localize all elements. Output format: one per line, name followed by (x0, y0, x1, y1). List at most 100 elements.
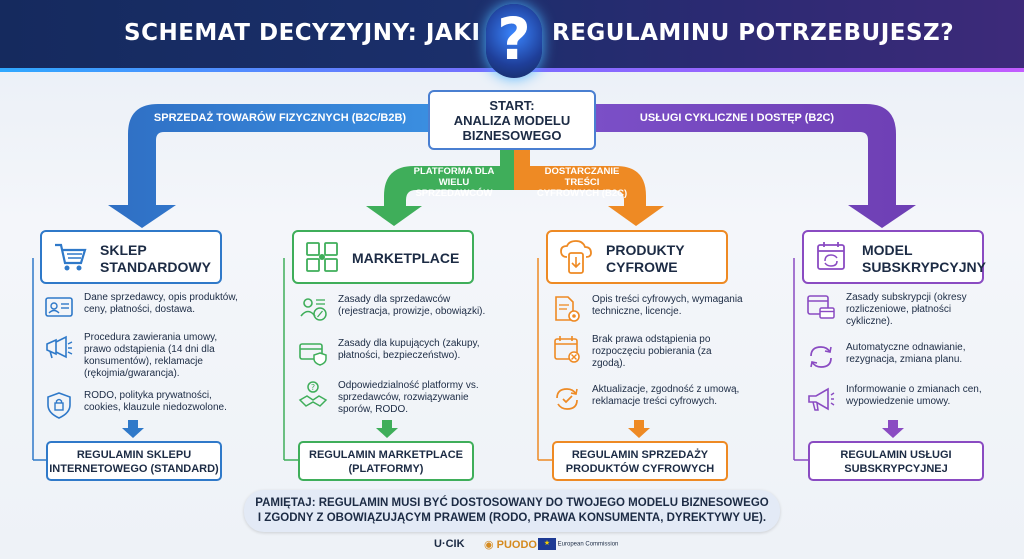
calendar-card-icon (807, 295, 835, 319)
text-line: sprzedawców, rozwiązywanie (338, 392, 469, 403)
foot-line: REGULAMIN USŁUGI (840, 449, 952, 461)
text-line: Opis treści cyfrowych, wymagania (592, 294, 743, 305)
arrow-label-right: USŁUGI CYKLICZNE I DOSTĘP (B2C) (639, 112, 835, 124)
logo-puodo: ◉ PUODO (484, 538, 537, 556)
title-subskrypcja-2: SUBSKRYPCYJNY (862, 259, 986, 275)
text-line: rezygnacja, zmiana planu. (846, 354, 963, 365)
text-line: Odpowiedzialność platformy vs. (338, 380, 479, 391)
text-line: Dane sprzedawcy, opis produktów, (84, 292, 238, 303)
title-marketplace: MARKETPLACE (352, 250, 459, 267)
text-line: Procedura zawierania umowy, (84, 332, 218, 343)
document-gear-icon (555, 296, 580, 322)
text-line: sporów, RODO. (338, 404, 409, 415)
megaphone-icon (808, 387, 835, 411)
arrow-label-mid-left-2: WIELU SPRZEDAWCÓW (415, 177, 493, 199)
text-line: rozliczeniowe, płatności (846, 304, 952, 315)
text-line: płatności, bezpieczeństwo). (338, 350, 461, 361)
text-marketplace-3: Odpowiedzialność platformy vs. sprzedawc… (338, 380, 479, 416)
logo-eu-text: European Commission (557, 541, 619, 548)
text-line: rozpoczęciu pobierania (za (592, 346, 712, 357)
text-line: Informowanie o zmianach cen, (846, 384, 982, 395)
foot-line: INTERNETOWEGO (STANDARD) (49, 463, 219, 475)
logo-puodo-text: PUODO (496, 539, 537, 551)
arrow-mid-orange (514, 150, 664, 226)
text-subskrypcja-3: Informowanie o zmianach cen, wypowiedzen… (846, 384, 982, 408)
text-line: (rękojmia/gwarancja). (84, 368, 180, 379)
start-line-3: BIZNESOWEGO (462, 128, 562, 143)
card-shield-icon (299, 343, 327, 366)
text-line: (rejestracja, prowizje, obowiązki). (338, 306, 486, 317)
text-sklep-2: Procedura zawierania umowy, prawo odstąp… (84, 332, 217, 380)
storefronts-icon (306, 242, 338, 272)
title-left: SCHEMAT DECYZYJNY: JAKI TYP (124, 20, 540, 46)
text-line: cookies, klauzule niedozwolone. (84, 402, 227, 413)
text-line: reklamacje treści cyfrowych. (592, 396, 718, 407)
handshake-megaphone-icon (46, 335, 73, 359)
logo-ucik: U·CIK (434, 538, 465, 550)
start-box: START: ANALIZA MODELU BIZNESOWEGO (428, 90, 596, 150)
arrow-left-blue (108, 104, 428, 228)
arrow-label-mid-right-2: CYFROWYCH (B2C) (536, 188, 628, 199)
arrow-right-purple (596, 104, 916, 228)
start-line-2: ANALIZA MODELU (453, 113, 571, 128)
arrow-mid-green (366, 150, 514, 226)
foot-cyfrowe: REGULAMIN SPRZEDAŻY PRODUKTÓW CYFROWYCH (552, 441, 728, 481)
down-arrow-cyfrowe (628, 420, 650, 438)
id-card-icon (45, 297, 73, 317)
handshake-question-icon: ? (298, 381, 328, 407)
eu-flag-icon: ★ (538, 538, 556, 550)
head-marketplace: MARKETPLACE (292, 230, 474, 284)
title-cyfrowe: PRODUKTY CYFROWE (606, 242, 685, 276)
text-line: Zasady dla kupujących (zakupy, (338, 338, 480, 349)
svg-text:?: ? (311, 383, 315, 392)
down-arrow-marketplace (376, 420, 398, 438)
start-line-1: START: (489, 98, 535, 113)
text-line: techniczne, licencje. (592, 306, 682, 317)
foot-line: PRODUKTÓW CYFROWYCH (565, 463, 715, 475)
title-sklep-2: STANDARDOWY (100, 259, 211, 275)
text-cyfrowe-3: Aktualizacje, zgodność z umową, reklamac… (592, 384, 739, 408)
title-cyfrowe-1: PRODUKTY (606, 242, 685, 258)
question-mark-icon: ? (486, 4, 542, 78)
head-subskrypcja: MODEL SUBSKRYPCYJNY (802, 230, 986, 284)
title-marketplace-1: MARKETPLACE (352, 250, 460, 266)
text-line: Automatyczne odnawianie, (846, 342, 966, 353)
foot-line: REGULAMIN SPRZEDAŻY (571, 449, 709, 461)
renew-cycle-icon (810, 346, 832, 368)
text-line: wypowiedzenie umowy. (846, 396, 951, 407)
refresh-check-icon (556, 388, 578, 410)
text-line: ceny, płatności, dostawa. (84, 304, 195, 315)
cloud-download-icon (560, 240, 592, 274)
text-cyfrowe-1: Opis treści cyfrowych, wymagania technic… (592, 294, 743, 318)
arrow-label-mid-left-1: PLATFORMA DLA (413, 166, 495, 177)
foot-subskrypcja: REGULAMIN USŁUGI SUBSKRYPCYJNEJ (808, 441, 984, 481)
seller-percent-icon (300, 298, 327, 321)
reminder-note: PAMIĘTAJ: REGULAMIN MUSI BYĆ DOSTOSOWANY… (244, 490, 780, 532)
text-marketplace-2: Zasady dla kupujących (zakupy, płatności… (338, 338, 480, 362)
shield-lock-icon (47, 392, 71, 419)
calendar-cycle-icon (817, 242, 845, 270)
text-line: Aktualizacje, zgodność z umową, (592, 384, 740, 395)
head-cyfrowe: PRODUKTY CYFROWE (546, 230, 728, 284)
text-line: cykliczne). (846, 316, 893, 327)
title-cyfrowe-2: CYFROWE (606, 259, 678, 275)
foot-line: SUBSKRYPCYJNEJ (844, 463, 948, 475)
foot-line: (PLATFORMY) (348, 463, 424, 475)
text-sklep-1: Dane sprzedawcy, opis produktów, ceny, p… (84, 292, 238, 316)
title-subskrypcja: MODEL SUBSKRYPCYJNY (862, 242, 986, 276)
note-line-1: PAMIĘTAJ: REGULAMIN MUSI BYĆ DOSTOSOWANY… (255, 497, 769, 509)
down-arrow-sklep (122, 420, 144, 438)
title-subskrypcja-1: MODEL (862, 242, 913, 258)
puodo-mark-icon: ◉ (484, 539, 497, 551)
shopping-cart-icon (55, 243, 87, 271)
down-arrow-subskrypcja (882, 420, 904, 438)
foot-line: REGULAMIN SKLEPU (76, 449, 192, 461)
text-line: zgodą). (592, 358, 626, 369)
text-marketplace-1: Zasady dla sprzedawców (rejestracja, pro… (338, 294, 485, 318)
title-sklep-1: SKLEP (100, 242, 147, 258)
text-line: RODO, polityka prywatności, (84, 390, 212, 401)
text-subskrypcja-1: Zasady subskrypcji (okresy rozliczeniowe… (846, 292, 967, 328)
title-right: REGULAMINU POTRZEBUJESZ? (552, 20, 955, 46)
arrow-label-mid-right-1: DOSTARCZANIE TREŚCI (544, 166, 620, 188)
